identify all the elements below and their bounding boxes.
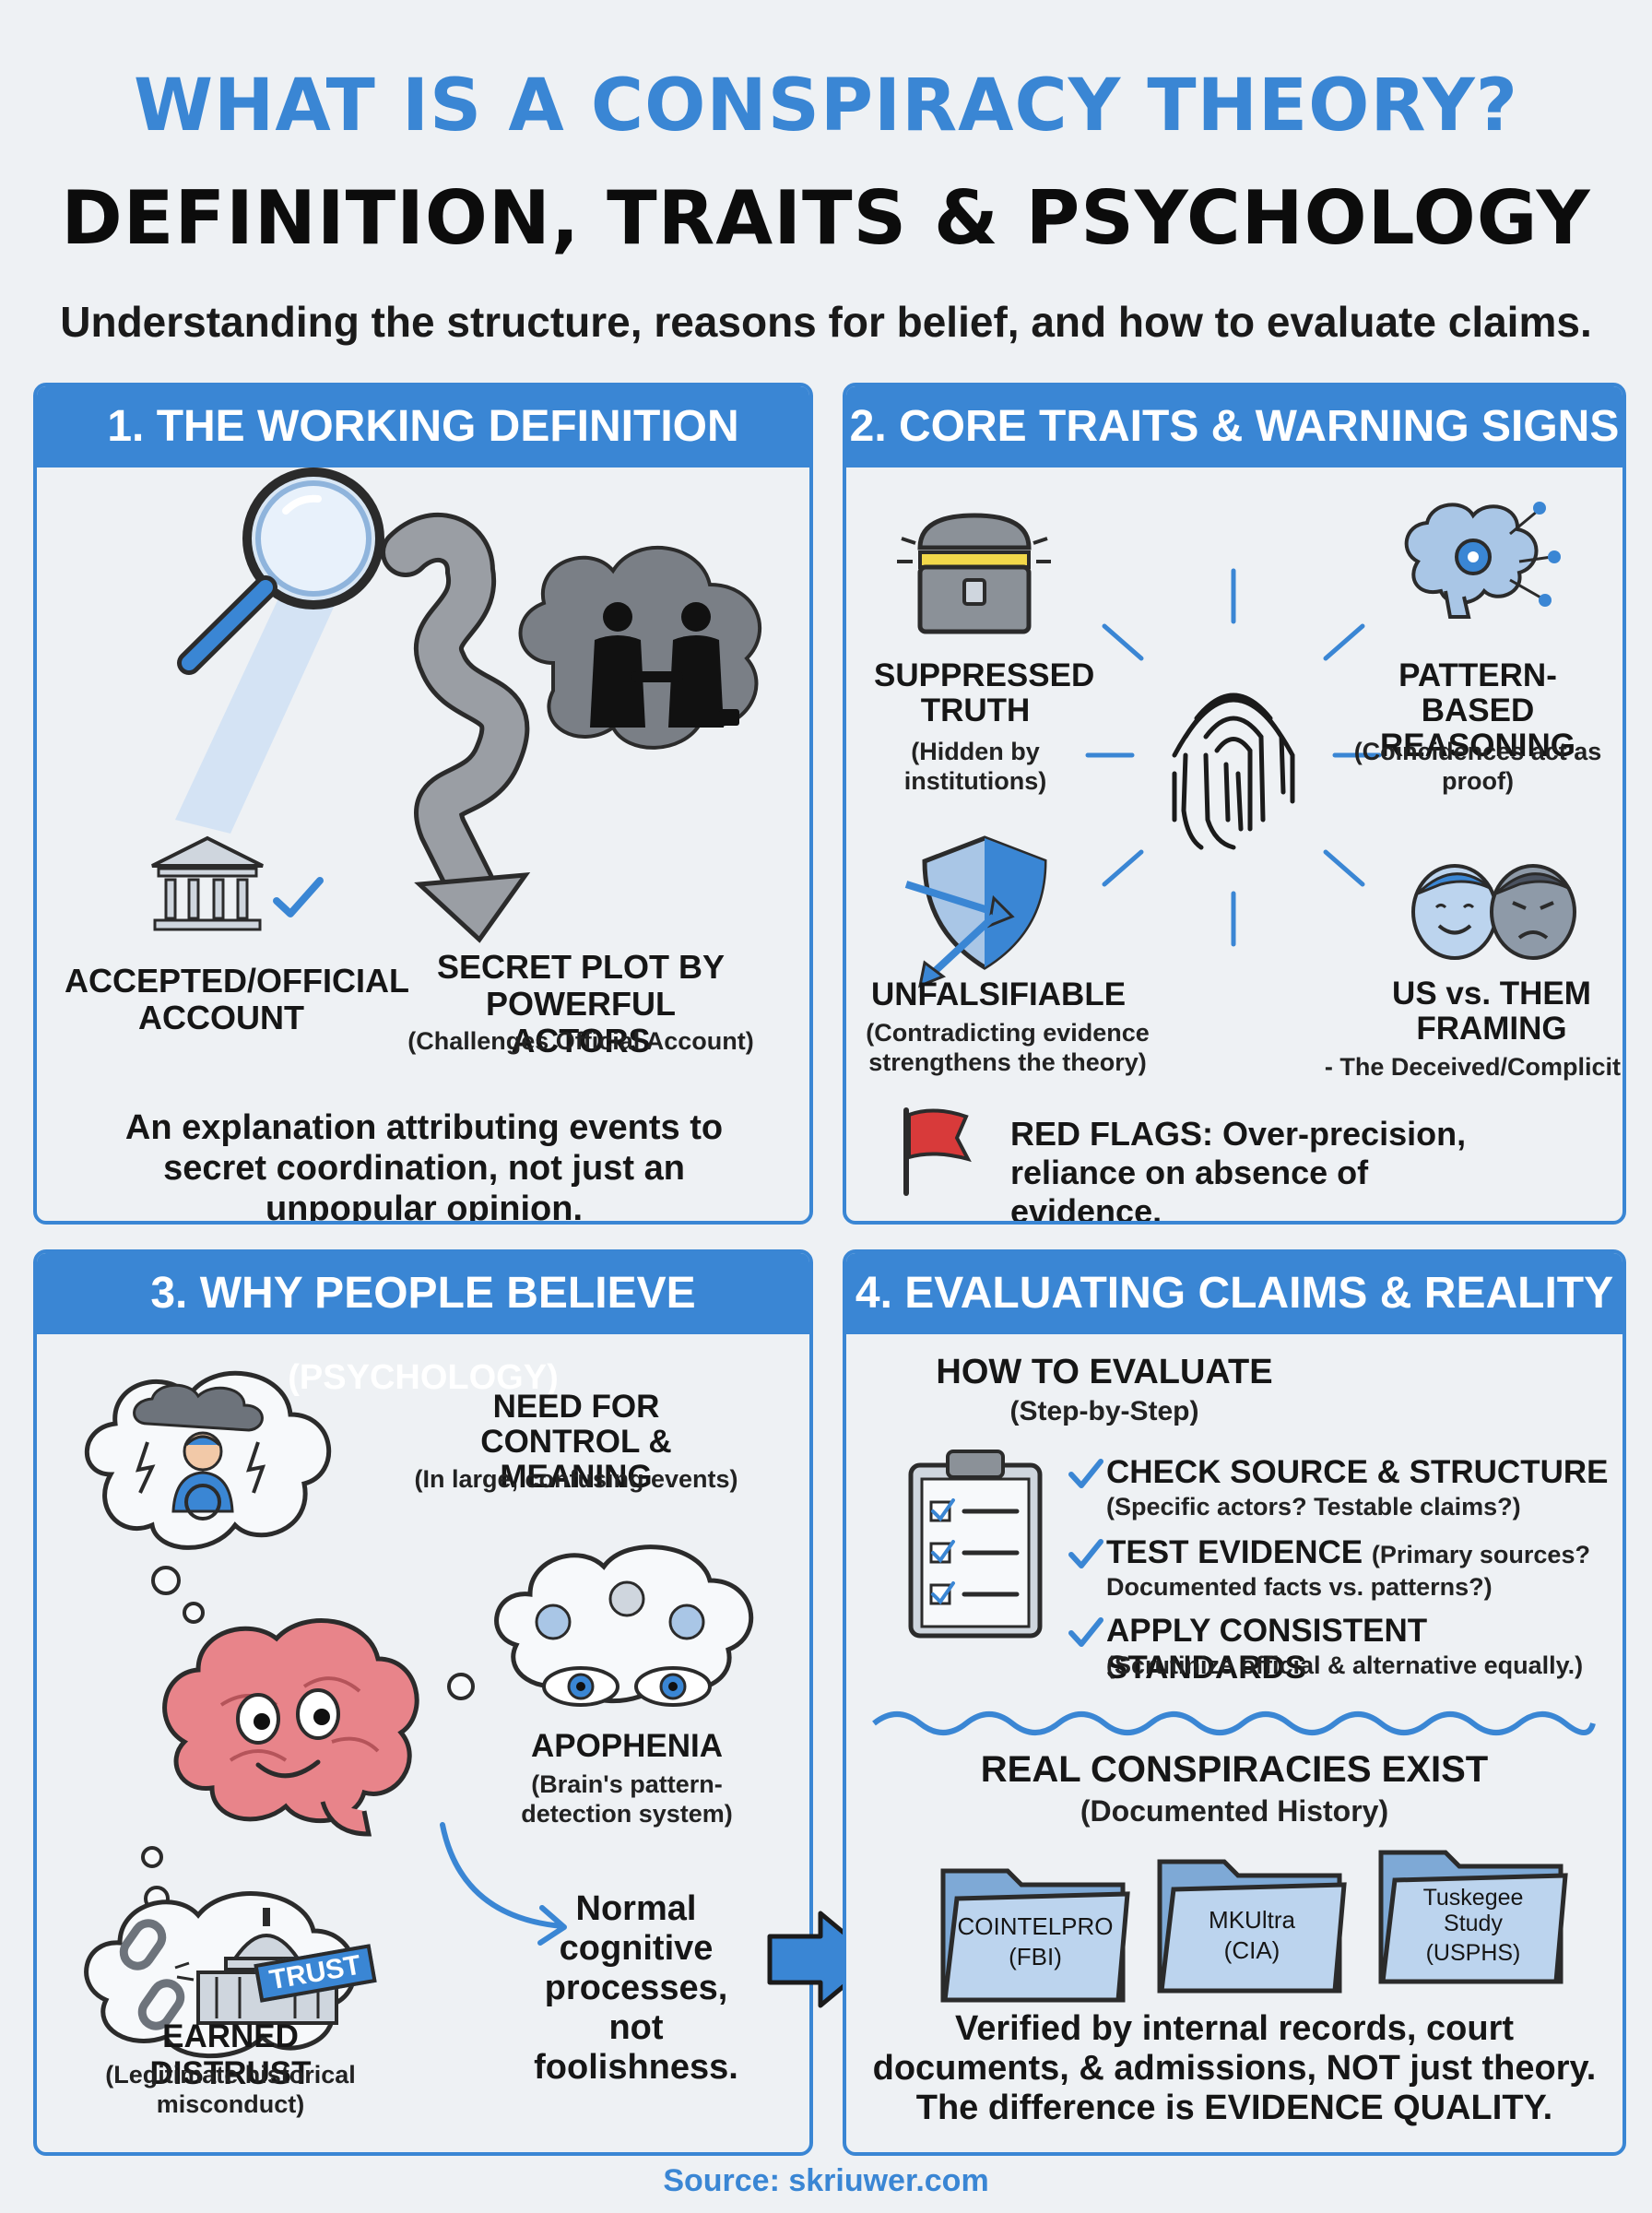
earned-distrust-title: EARNED DISTRUST xyxy=(149,2018,312,2091)
step-2-line: TEST EVIDENCE (Primary sources? xyxy=(1106,1534,1590,1571)
unfalsifiable-title: UNFALSIFIABLE xyxy=(870,976,1127,1012)
verified-line-2: documents, & admissions, NOT just theory… xyxy=(872,2049,1597,2088)
control-meaning-title: NEED FOR CONTROL & MEANING xyxy=(480,1389,672,1495)
check-icon xyxy=(273,877,324,917)
panel-traits-heading: 2. CORE TRAITS & WARNING SIGNS xyxy=(846,386,1622,467)
clipboard-icon xyxy=(908,1450,1043,1639)
main-title-line1: WHAT IS A CONSPIRACY THEORY? xyxy=(134,65,1518,148)
step-2-sub: Documented facts vs. patterns?) xyxy=(1106,1573,1493,1601)
secret-plot-label: SECRET PLOT BY POWERFUL ACTORS xyxy=(436,948,726,1059)
apophenia-cloud-icon xyxy=(494,1544,754,1704)
folder-tuskegee-org: (USPHS) xyxy=(1425,1940,1521,1966)
treasure-chest-icon xyxy=(897,513,1051,634)
thought-bubbles xyxy=(151,1566,205,1624)
folder-icon xyxy=(940,1868,1130,2003)
red-flag-icon xyxy=(903,1107,972,1196)
step-check-icon xyxy=(1068,1617,1103,1647)
verified-line-3: The difference is EVIDENCE QUALITY. xyxy=(915,2089,1553,2127)
real-conspiracies-title: REAL CONSPIRACIES EXIST xyxy=(980,1749,1489,1790)
thought-bubble-right xyxy=(447,1673,475,1700)
verified-line-1: Verified by internal records, court xyxy=(954,2009,1515,2048)
unfalsifiable-sub: (Contradicting evidence strengthens the … xyxy=(866,1019,1150,1076)
step-1-title: CHECK SOURCE & STRUCTURE xyxy=(1106,1454,1609,1490)
brain-gear-icon xyxy=(1404,502,1561,619)
source-footer[interactable]: Source: skriuwer.com xyxy=(663,2163,989,2198)
step-1-sub: (Specific actors? Testable claims?) xyxy=(1106,1493,1521,1521)
storm-cloud-icon xyxy=(84,1370,332,1550)
magnifier-icon xyxy=(175,467,384,834)
normal-processes-text: Normal cognitive processes, not foolishn… xyxy=(534,1889,738,2087)
panel-psychology-heading: 3. WHY PEOPLE BELIEVE (PSYCHOLOGY) xyxy=(37,1253,809,1397)
fingerprint-icon xyxy=(1085,568,1382,947)
panel-psychology-heading-paren: (PSYCHOLOGY) xyxy=(288,1358,559,1397)
broken-chain-icon xyxy=(119,1919,195,2030)
folder-tuskegee-name: Tuskegee Study xyxy=(1422,1885,1524,1936)
bank-icon xyxy=(151,835,264,931)
folder-cointelpro-org: (FBI) xyxy=(1009,1943,1062,1970)
us-vs-them-title: US vs. THEM FRAMING xyxy=(1392,976,1591,1047)
folder-mkultra-name: MKUltra xyxy=(1209,1906,1295,1934)
suppressed-truth-title: SUPPRESSED TRUTH xyxy=(874,657,1095,728)
us-vs-them-sub: - The Deceived/Complicit xyxy=(1324,1053,1621,1081)
step-3-title: APPLY CONSISTENT STANDARDS xyxy=(1106,1613,1428,1686)
folder-icon xyxy=(1157,1859,1347,1994)
step-3-sub: (Scrutinize official & alternative equal… xyxy=(1106,1651,1584,1679)
how-to-evaluate-sub: (Step-by-Step) xyxy=(1009,1396,1199,1426)
brain-character-icon xyxy=(162,1618,419,1837)
main-title-line2: DEFINITION, TRAITS & PSYCHOLOGY xyxy=(61,175,1591,261)
suppressed-truth-sub: (Hidden by institutions) xyxy=(903,738,1047,795)
official-account-label: ACCEPTED/OFFICIAL ACCOUNT xyxy=(65,962,409,1036)
apophenia-title: APOPHENIA xyxy=(530,1728,724,1764)
definition-summary: An explanation attributing events to sec… xyxy=(124,1108,724,1225)
subtitle: Understanding the structure, reasons for… xyxy=(60,298,1592,346)
step-2-inline: (Primary sources? xyxy=(1371,1541,1590,1568)
step-2-title: TEST EVIDENCE xyxy=(1106,1534,1363,1570)
pattern-reasoning-sub: (Coincidences act as proof) xyxy=(1353,738,1602,795)
apophenia-sub: (Brain's pattern-detection system) xyxy=(521,1770,733,1828)
folder-mkultra-org: (CIA) xyxy=(1223,1936,1280,1964)
panel-psychology: 3. WHY PEOPLE BELIEVE (PSYCHOLOGY) NEED … xyxy=(33,1249,813,2156)
faces-icon xyxy=(1411,864,1576,960)
red-flags-text: RED FLAGS: Over-precision, reliance on a… xyxy=(1010,1115,1467,1225)
earned-distrust-sub: (Legitimate historical misconduct) xyxy=(105,2061,356,2118)
how-to-evaluate-title: HOW TO EVALUATE xyxy=(936,1353,1273,1391)
panel-psychology-heading-main: 3. WHY PEOPLE BELIEVE xyxy=(150,1269,696,1318)
handshake-silhouette-icon xyxy=(590,602,739,728)
panel-evaluating: 4. EVALUATING CLAIMS & REALITY HOW TO EV… xyxy=(843,1249,1626,2156)
smoke-cloud-icon xyxy=(381,513,762,943)
panel-definition: 1. THE WORKING DEFINITION ACCEPTED/ xyxy=(33,383,813,1225)
shield-arrow-icon xyxy=(904,835,1047,988)
control-meaning-sub: (In large, confusing events) xyxy=(414,1465,738,1493)
folder-icon xyxy=(1378,1850,1568,1984)
real-conspiracies-sub: (Documented History) xyxy=(1080,1794,1389,1828)
wavy-divider xyxy=(872,1711,1596,1735)
folder-cointelpro-name: COINTELPRO xyxy=(957,1912,1114,1940)
step-check-icon xyxy=(1068,1459,1103,1488)
panel-evaluating-heading: 4. EVALUATING CLAIMS & REALITY xyxy=(846,1253,1622,1334)
panel-definition-heading: 1. THE WORKING DEFINITION xyxy=(37,386,809,467)
panel-traits: 2. CORE TRAITS & WARNING SIGNS xyxy=(843,383,1626,1225)
secret-plot-sub: (Challenges Official Account) xyxy=(407,1027,754,1055)
curved-arrow-icon xyxy=(440,1822,567,1946)
step-check-icon xyxy=(1068,1539,1103,1568)
pattern-reasoning-title: PATTERN-BASED REASONING xyxy=(1380,657,1575,763)
eyes-icon xyxy=(542,1666,712,1707)
